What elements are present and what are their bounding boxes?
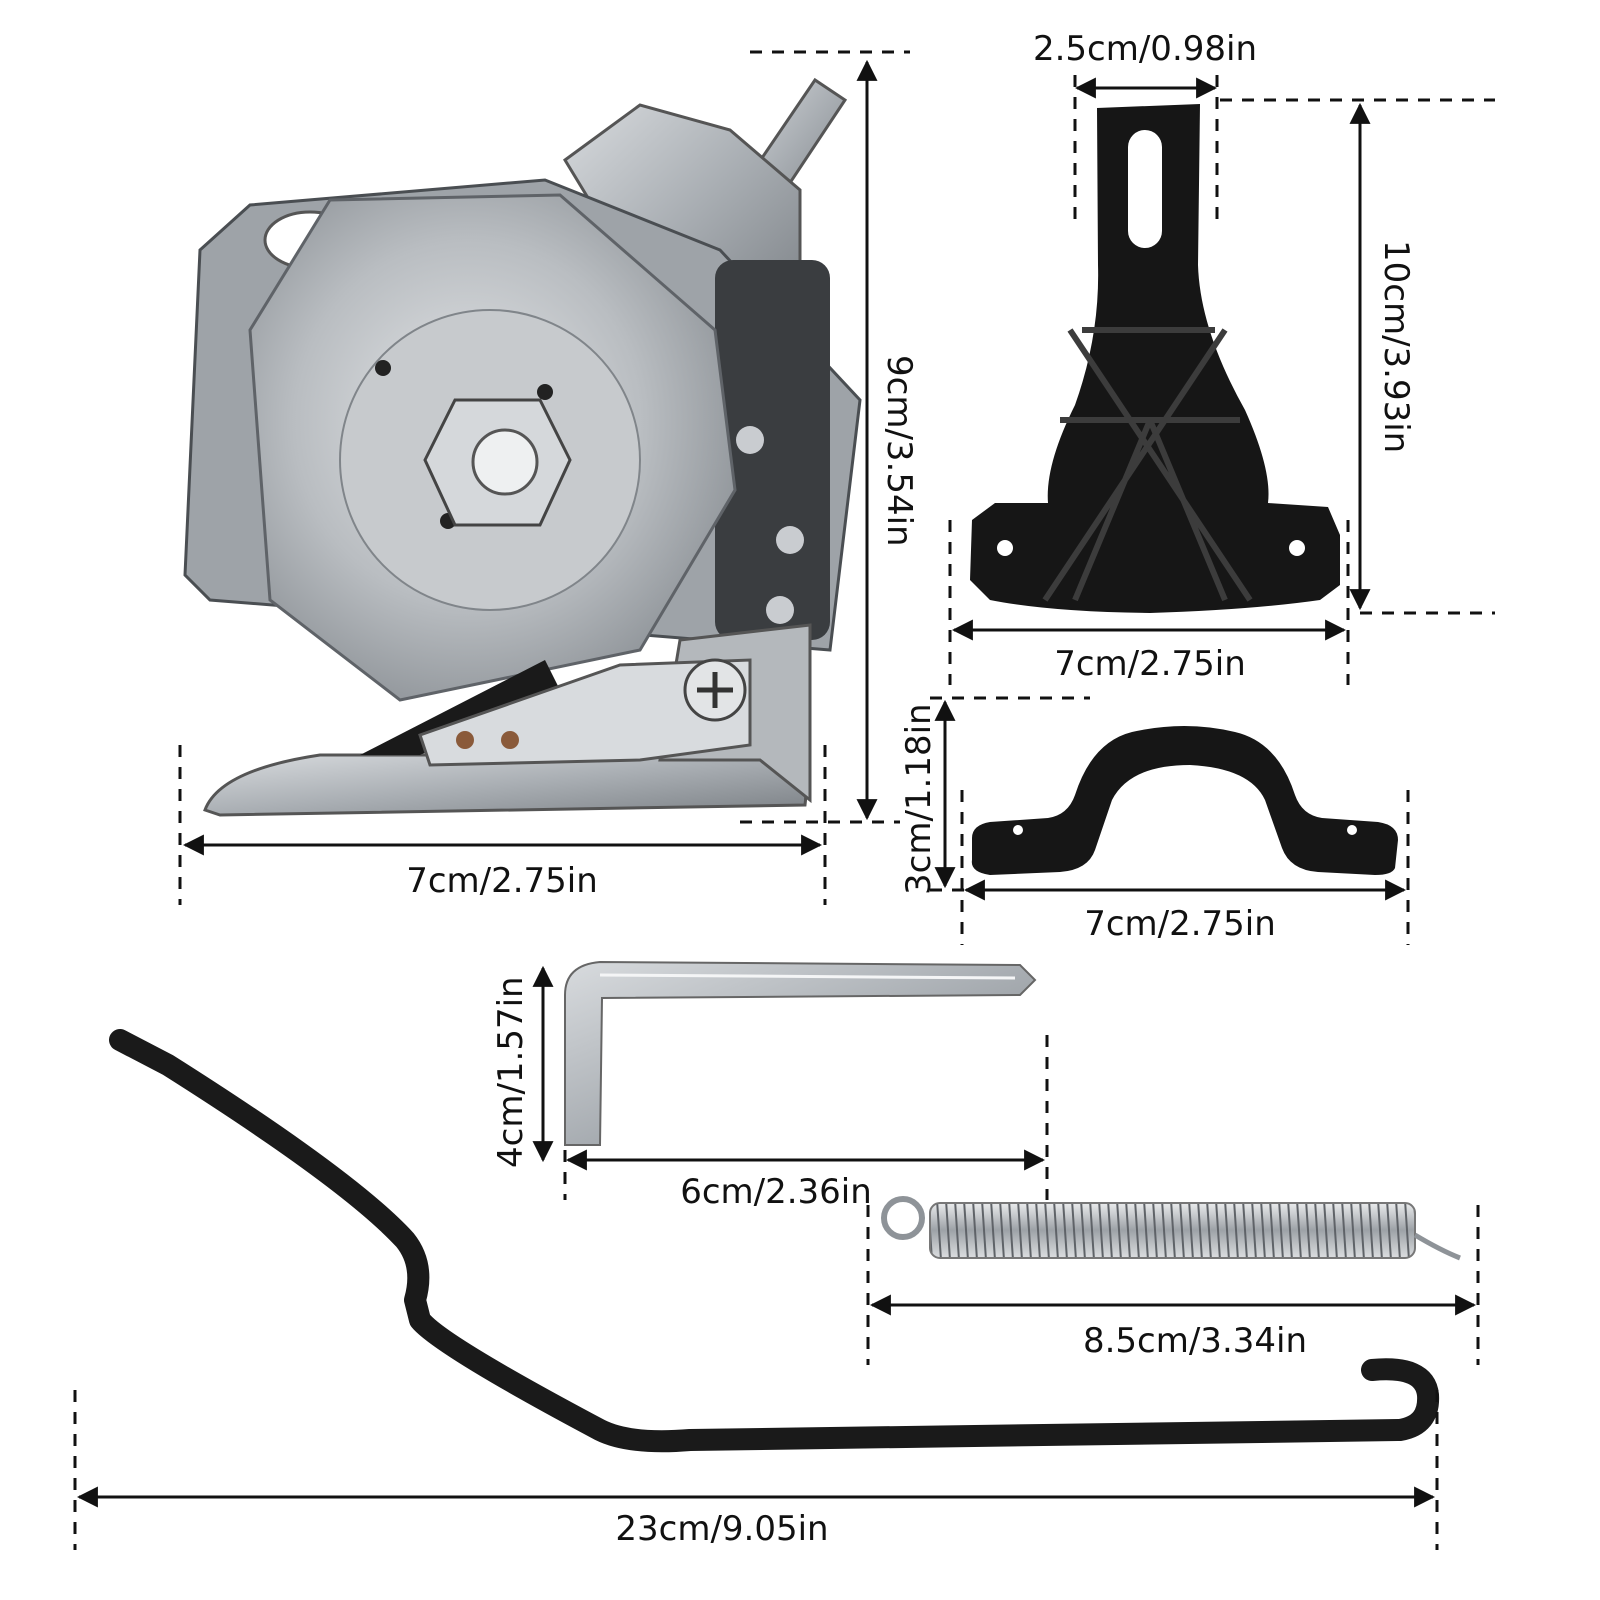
- clamp-bracket-image: [971, 726, 1398, 875]
- cutter-width-label: 7cm/2.75in: [406, 861, 598, 901]
- rod-length-label: 23cm/9.05in: [615, 1509, 828, 1549]
- rod-image: [109, 1029, 1440, 1453]
- holder-width-label: 7cm/2.75in: [1054, 644, 1246, 684]
- holder-top-width-label: 2.5cm/0.98in: [1033, 29, 1257, 69]
- holder-bracket-image: [970, 104, 1340, 613]
- spring-length-label: 8.5cm/3.34in: [1083, 1321, 1307, 1361]
- wrench-width-label: 6cm/2.36in: [680, 1172, 872, 1212]
- clamp-height-label: 3cm/1.18in: [899, 703, 939, 895]
- spring-image: [881, 1196, 1461, 1261]
- cutter-head-image: [183, 77, 862, 817]
- clamp-width-label: 7cm/2.75in: [1084, 904, 1276, 944]
- cutter-height-label: 9cm/3.54in: [879, 355, 919, 547]
- dimension-lines: [73, 50, 1495, 1550]
- wrench-height-label: 4cm/1.57in: [491, 976, 531, 1168]
- hex-wrench-image: [564, 960, 1037, 1146]
- holder-height-label: 10cm/3.93in: [1376, 240, 1416, 453]
